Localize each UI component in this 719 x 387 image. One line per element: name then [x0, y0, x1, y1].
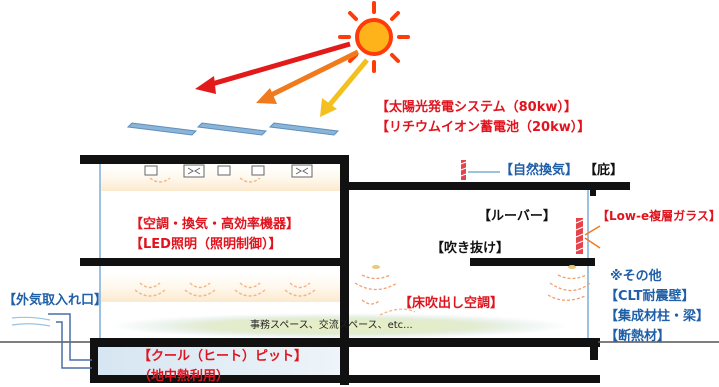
sun-ray-arrows — [195, 41, 369, 117]
glass-walls — [99, 163, 589, 338]
natural-ventilation-arrow-icon — [460, 160, 500, 180]
louver-label: 【ルーバー】 — [478, 209, 556, 224]
sun-icon — [338, 1, 410, 73]
natural-ventilation-label: 【自然換気】 — [500, 163, 579, 178]
led-lighting-label: 【LED照明（照明制御）】 — [130, 237, 282, 252]
solar-system-label: 【太陽光発電システム（80kw）】 — [376, 100, 577, 115]
pendant-light-waves — [354, 274, 591, 305]
building-structure — [80, 155, 630, 385]
geothermal-label: （地中熱利用） — [138, 369, 230, 384]
louver-icon — [575, 218, 601, 254]
solar-panel-icon — [126, 122, 340, 136]
other-note-label: ※その他 — [610, 269, 662, 284]
spaces-label: 事務スペース、交流スペース、etc... — [250, 320, 413, 331]
insulation-label: 【断熱材】 — [605, 329, 671, 344]
low-e-glass-label: 【Low-e複層ガラス】 — [597, 209, 719, 223]
air-vent-icon — [183, 164, 313, 178]
eaves-label: 【庇】 — [584, 163, 624, 178]
hvac-equipment-label: 【空調・換気・高効率機器】 — [130, 217, 300, 232]
clt-wall-label: 【CLT耐震壁】 — [605, 289, 695, 304]
ceiling-light-icon — [144, 165, 265, 176]
floor-ac-label: 【床吹出し空調】 — [399, 296, 504, 311]
glulam-label: 【集成材柱・梁】 — [605, 309, 710, 324]
atrium-label: 【吹き抜け】 — [431, 241, 510, 256]
battery-label: 【リチウムイオン蓄電池（20kw）】 — [376, 120, 591, 135]
air-intake-duct — [48, 313, 92, 369]
pendant-lamp-icon — [372, 265, 576, 269]
cool-pit-label: 【クール（ヒート）ピット】 — [138, 349, 308, 364]
air-intake-label: 【外気取入れ口】 — [3, 293, 108, 308]
air-intake-arrow-icon — [11, 316, 51, 327]
hvac-arrow-icon — [134, 177, 316, 297]
cool-pit-area — [98, 347, 340, 375]
